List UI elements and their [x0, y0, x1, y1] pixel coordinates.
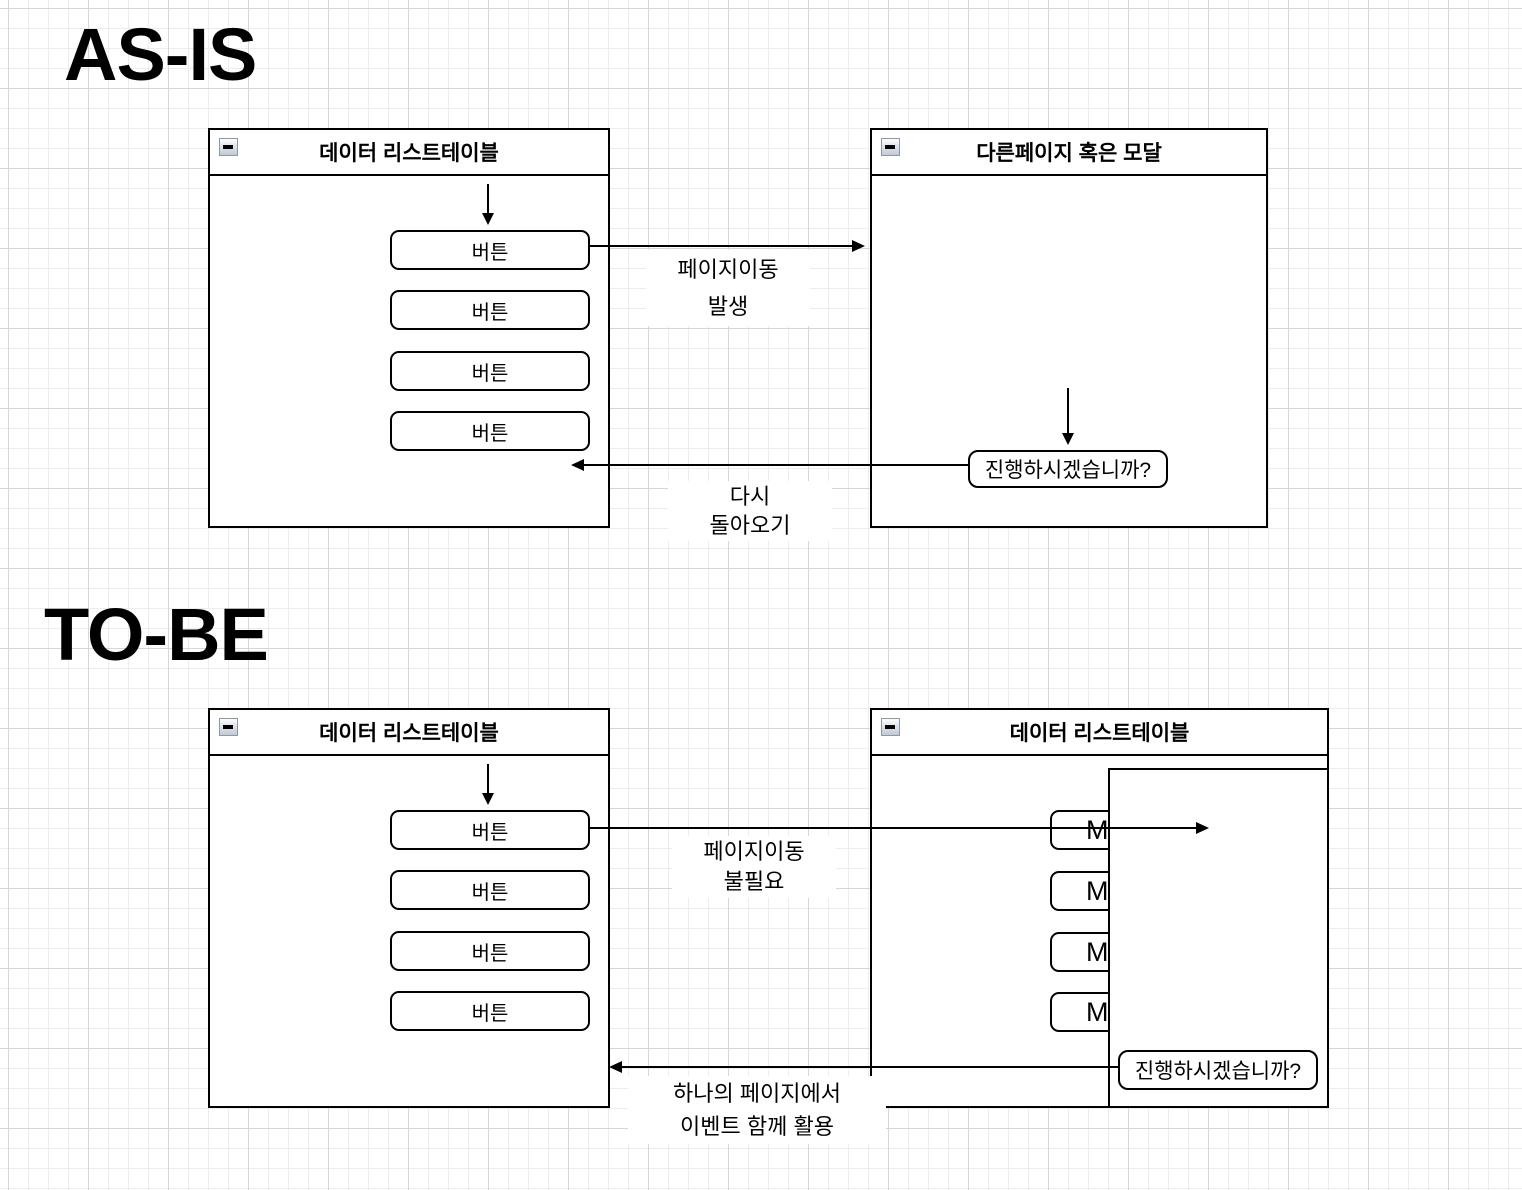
list-action-button[interactable]: 버튼	[390, 870, 590, 910]
down-arrow-line	[487, 184, 489, 215]
list-action-button[interactable]: 버튼	[390, 351, 590, 391]
as-is-section-title: AS-IS	[64, 13, 257, 96]
to-be-data-list-table-window-left: 데이터 리스트테이블 버튼 버튼 버튼 버튼	[208, 708, 610, 1108]
window-titlebar: 다른페이지 혹은 모달	[872, 130, 1266, 176]
down-arrow-line	[487, 764, 489, 795]
same-page-event-arrow-line	[622, 1066, 1118, 1068]
label-line: 페이지이동	[677, 257, 779, 282]
page-move-arrow-line	[588, 245, 854, 247]
collapse-minus-icon[interactable]	[881, 718, 900, 736]
window-title: 다른페이지 혹은 모달	[976, 142, 1162, 165]
return-arrow-line	[584, 464, 968, 466]
label-line: 하나의 페이지에서	[672, 1081, 842, 1106]
collapse-minus-icon[interactable]	[219, 718, 238, 736]
list-action-button[interactable]: 버튼	[390, 230, 590, 270]
to-be-section-title: TO-BE	[44, 593, 269, 676]
no-page-move-label: 페이지이동 불필요	[672, 836, 836, 898]
list-action-button[interactable]: 버튼	[390, 290, 590, 330]
window-titlebar: 데이터 리스트테이블	[210, 710, 608, 756]
window-titlebar: 데이터 리스트테이블	[210, 130, 608, 176]
no-page-move-arrow-line	[588, 827, 1198, 829]
right-arrowhead-icon	[852, 240, 865, 252]
left-arrowhead-icon	[609, 1061, 622, 1073]
label-line: 페이지이동	[703, 839, 805, 864]
collapse-minus-icon[interactable]	[881, 138, 900, 156]
window-title: 데이터 리스트테이블	[1009, 722, 1190, 745]
list-action-button[interactable]: 버튼	[390, 810, 590, 850]
label-line: 다시	[729, 484, 771, 509]
right-arrowhead-icon	[1196, 822, 1209, 834]
confirm-proceed-button[interactable]: 진행하시겠습니까?	[968, 450, 1168, 488]
return-label: 다시 돌아오기	[668, 481, 832, 541]
label-line: 돌아오기	[709, 513, 791, 538]
down-arrow-line	[1067, 388, 1069, 435]
left-arrowhead-icon	[571, 459, 584, 471]
confirm-proceed-button[interactable]: 진행하시겠습니까?	[1118, 1050, 1318, 1090]
same-page-event-label: 하나의 페이지에서 이벤트 함께 활용	[628, 1076, 886, 1144]
down-arrowhead-icon	[1062, 433, 1074, 445]
window-title: 데이터 리스트테이블	[319, 722, 499, 745]
collapse-minus-icon[interactable]	[219, 138, 238, 156]
label-line: 불필요	[723, 869, 785, 894]
down-arrowhead-icon	[482, 793, 494, 805]
label-line: 발생	[707, 294, 749, 319]
window-titlebar: 데이터 리스트테이블	[872, 710, 1327, 756]
list-action-button[interactable]: 버튼	[390, 411, 590, 451]
label-line: 이벤트 함께 활용	[680, 1114, 834, 1139]
window-title: 데이터 리스트테이블	[319, 142, 499, 165]
down-arrowhead-icon	[482, 213, 494, 225]
list-action-button[interactable]: 버튼	[390, 991, 590, 1031]
page-move-label: 페이지이동 발생	[646, 250, 810, 326]
as-is-data-list-table-window: 데이터 리스트테이블 버튼 버튼 버튼 버튼	[208, 128, 610, 528]
list-action-button[interactable]: 버튼	[390, 931, 590, 971]
